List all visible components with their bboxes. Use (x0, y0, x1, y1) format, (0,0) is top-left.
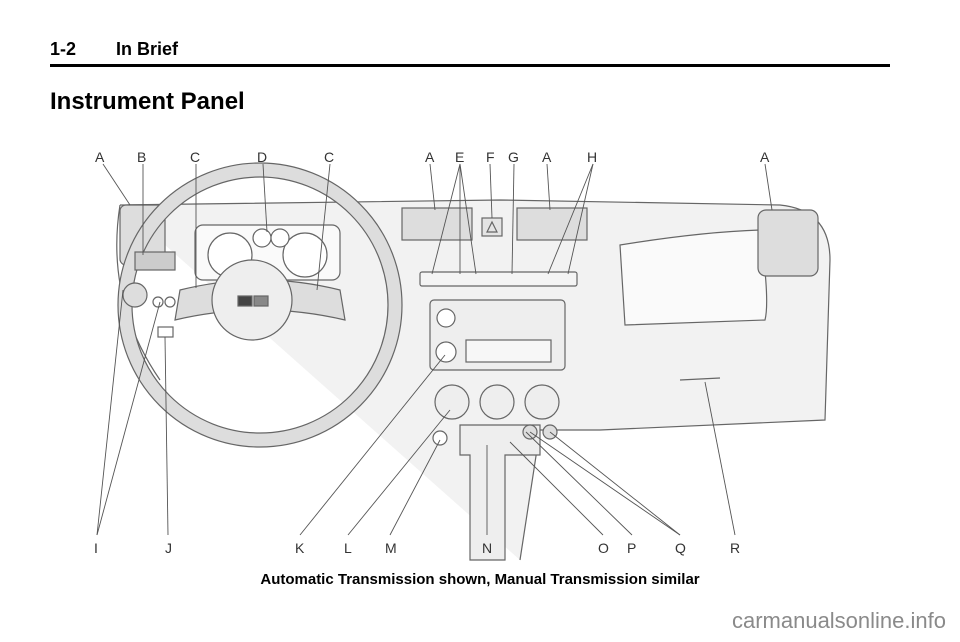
page-number: 1-2 (50, 39, 77, 59)
center-vent-left (401, 207, 473, 241)
label-n: N (482, 540, 492, 556)
label-h: H (587, 149, 597, 165)
switch-bank (419, 271, 578, 287)
climate-knob-left (434, 384, 470, 420)
label-j: J (165, 540, 172, 556)
label-c-left: C (190, 149, 200, 165)
headlamp-switch (122, 282, 148, 308)
label-q: Q (675, 540, 686, 556)
label-b: B (137, 149, 146, 165)
right-air-vent (757, 209, 819, 277)
gauge-right (282, 232, 328, 278)
leader-lines (96, 163, 773, 536)
label-o: O (598, 540, 609, 556)
center-vent-right (516, 207, 588, 241)
turn-signal-stalk (134, 251, 176, 271)
label-m: M (385, 540, 397, 556)
steering-wheel (118, 163, 402, 447)
label-a-center-left: A (425, 149, 435, 165)
glove-box (619, 229, 768, 326)
label-a-left-vent: A (95, 149, 105, 165)
label-l: L (344, 540, 352, 556)
page-title: Instrument Panel (50, 88, 245, 115)
label-a-right-vent: A (760, 149, 770, 165)
climate-knob-center (479, 384, 515, 420)
label-f: F (486, 149, 495, 165)
label-i: I (94, 540, 98, 556)
label-g: G (508, 149, 519, 165)
watermark: carmanualsonline.info (731, 608, 946, 633)
shifter-console (459, 424, 541, 561)
figure-caption: Automatic Transmission shown, Manual Tra… (260, 571, 700, 588)
label-r: R (730, 540, 740, 556)
instrument-panel-illustration: A B C D C A E F G A H A I J K L M N O P … (94, 149, 831, 561)
label-p: P (627, 540, 636, 556)
section-title: In Brief (116, 39, 179, 59)
callout-labels: A B C D C A E F G A H A I J K L M N O P … (94, 149, 770, 556)
page-header: 1-2 In Brief (50, 38, 890, 67)
climate-knob-right (524, 384, 560, 420)
label-e: E (455, 149, 464, 165)
label-k: K (295, 540, 305, 556)
label-d: D (257, 149, 267, 165)
label-a-center-right: A (542, 149, 552, 165)
label-c-right: C (324, 149, 334, 165)
